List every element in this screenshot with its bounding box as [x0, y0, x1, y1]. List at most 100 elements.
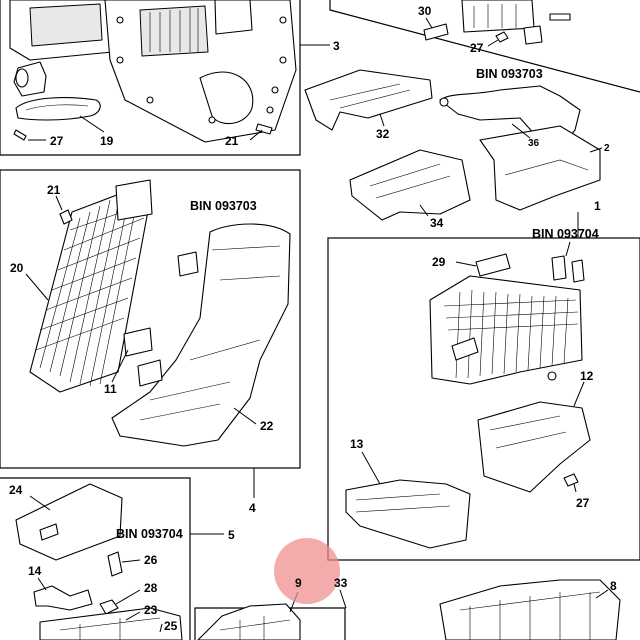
leader-2 [589, 147, 603, 153]
module-side-panel [29, 3, 103, 47]
terminal-right [549, 13, 571, 21]
leader-20 [25, 273, 49, 301]
frame-group-1 [327, 237, 640, 561]
assembly-top-left [9, 0, 330, 143]
callout-19: 19 [100, 134, 114, 148]
leader-21a [249, 129, 263, 141]
bin-label-right-middle: BIN 093704 [532, 227, 599, 241]
callout-24: 24 [9, 483, 23, 497]
leader-bin-093704 [565, 241, 571, 257]
callout-36: 36 [528, 138, 540, 149]
callout-3: 3 [333, 39, 340, 53]
gasket-19-inner [25, 104, 89, 111]
relay-box-9 [197, 603, 301, 640]
fuse-26 [107, 551, 123, 577]
relay-plug [177, 251, 199, 277]
leader-32 [379, 113, 385, 127]
cover-12 [477, 401, 591, 493]
leader-22 [233, 407, 257, 425]
nut [547, 371, 557, 381]
bin-labels: BIN 093703 BIN 093703 BIN 093704 BIN 093… [116, 67, 599, 541]
callout-26: 26 [144, 553, 158, 567]
bracket-2-slot [504, 159, 589, 176]
bracket-34-detail [369, 163, 451, 199]
callout-20: 20 [10, 261, 24, 275]
leader-23 [125, 611, 141, 621]
leader-21b [55, 195, 63, 211]
fuse-holder-22 [111, 223, 291, 447]
clip-14 [33, 585, 93, 611]
relay-block-lines [149, 8, 199, 52]
callout-labels: 1 2 3 4 5 8 9 11 12 13 14 19 20 21 21 22… [9, 4, 617, 633]
highlight-marker [274, 538, 340, 604]
bracket-32 [304, 69, 433, 131]
grommet-opening [15, 68, 29, 88]
lid-24-tab [39, 523, 59, 541]
leader-24 [29, 495, 51, 511]
screw-27c [563, 473, 579, 487]
callout-14: 14 [28, 564, 42, 578]
callout-27b: 27 [470, 41, 484, 55]
leader-8 [595, 589, 609, 599]
connector-11b [137, 359, 163, 387]
callout-11: 11 [104, 382, 117, 396]
callout-12: 12 [580, 369, 594, 383]
assembly-right-middle [345, 241, 591, 549]
relay-small [523, 25, 543, 45]
callout-5: 5 [228, 528, 235, 542]
relay-bracket-upper [115, 179, 153, 221]
leader-36 [511, 123, 531, 139]
assembly-left-middle [25, 179, 291, 498]
battery-box-1-fins [443, 289, 579, 379]
tray-13-detail [355, 493, 451, 513]
bin-label-bottom-left: BIN 093704 [116, 527, 183, 541]
connector-block-detail [473, 4, 517, 28]
screw-27a [13, 129, 27, 141]
callout-21a: 21 [225, 134, 239, 148]
screw-21a [255, 123, 273, 135]
lid-24 [15, 483, 123, 561]
brackets [304, 69, 603, 238]
callout-25: 25 [164, 619, 178, 633]
mounting-plate-cutout [199, 71, 254, 125]
screw-27b [495, 31, 509, 43]
leader-30 [425, 17, 433, 29]
leader-28 [115, 589, 141, 605]
callout-8: 8 [610, 579, 617, 593]
callout-33: 33 [334, 576, 348, 590]
connector-block [461, 0, 535, 33]
fuse-holder-22-detail [139, 245, 281, 421]
frame-group-4 [0, 169, 301, 469]
leader-25 [159, 623, 163, 633]
leader-33 [339, 589, 347, 609]
plate-holes [116, 16, 287, 124]
screw-21b [59, 209, 73, 225]
cover-20-grid [35, 191, 147, 387]
connector-11a [123, 327, 153, 357]
tray-13 [345, 479, 471, 549]
cover-12-detail [489, 415, 567, 449]
callout-27c: 27 [576, 496, 590, 510]
connector-29 [475, 253, 511, 277]
bracket-34 [349, 149, 471, 221]
bin-label-top-right: BIN 093703 [476, 67, 543, 81]
leader-19 [79, 115, 105, 133]
fuse-30 [423, 23, 449, 41]
leader-14 [37, 577, 47, 591]
nut-28 [99, 599, 119, 615]
relay-connector [451, 337, 479, 361]
gasket-19 [15, 97, 101, 121]
callout-4: 4 [249, 501, 256, 515]
frame-group-3 [0, 0, 301, 156]
relay-block [139, 5, 209, 57]
fuse-box-detail [59, 617, 161, 640]
bracket-clip [214, 0, 253, 35]
assembly-bottom [197, 579, 621, 640]
callout-1: 1 [594, 199, 601, 213]
callout-13: 13 [350, 437, 364, 451]
callout-29: 29 [432, 255, 446, 269]
callout-9: 9 [295, 576, 302, 590]
relay-box-9-detail [219, 616, 291, 640]
leader-27c [573, 483, 577, 493]
leader-13 [361, 451, 381, 485]
